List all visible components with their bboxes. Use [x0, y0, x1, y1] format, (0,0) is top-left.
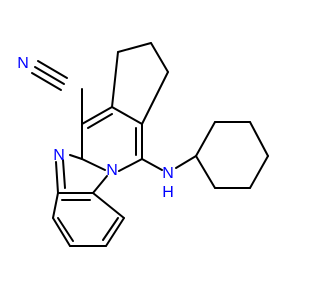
atom-amine-n: N — [162, 165, 174, 182]
bond-amine-cyclohexyl — [175, 155, 197, 169]
molecule-structure: N N H N N — [17, 42, 269, 247]
bond-ch-3 — [249, 121, 269, 157]
bond-c5-imidazole-n — [69, 154, 83, 160]
nitrile-triple-bond-1 — [34, 66, 65, 85]
double-bond-imidazole-n — [62, 159, 66, 189]
nitrile-triple-bond-3 — [31, 72, 62, 91]
bond-n-c5 — [81, 158, 106, 171]
nitrile-triple-bond-2 — [37, 60, 68, 79]
cyclohexyl-ring — [195, 121, 269, 189]
bond-cp-3 — [150, 42, 169, 73]
atom-imidazole-n: N — [53, 147, 65, 164]
bond-benzene-2 — [52, 217, 71, 247]
bond-benzene-4 — [105, 217, 125, 247]
amine-substituent: N H — [141, 155, 197, 201]
bond-c1-c2 — [81, 106, 113, 125]
bond-benzo-bridgehead-n — [92, 175, 108, 194]
bond-c4-n — [118, 158, 143, 172]
bond-ch-4 — [249, 155, 269, 189]
pyridine-ring — [81, 106, 143, 172]
bond-benzene-5 — [92, 192, 125, 219]
cyclopentane-ring — [111, 42, 169, 125]
imidazole-ring: N N — [53, 147, 118, 194]
double-bond-benzene-b — [102, 217, 119, 241]
bond-ch-6 — [195, 155, 216, 189]
atom-bridgehead-n: N — [106, 162, 118, 179]
bond-cp-1 — [111, 51, 119, 108]
bond-imidazole-n-benzene — [55, 161, 59, 194]
bond-cp-4 — [141, 71, 169, 125]
bond-ch-1 — [195, 121, 216, 157]
atom-nitrile-n: N — [17, 55, 29, 72]
bond-cp-2 — [117, 42, 152, 53]
atom-amine-h: H — [162, 184, 174, 201]
benzene-ring — [52, 192, 125, 247]
bond-c4-amine — [141, 158, 163, 171]
bond-benzene-1 — [52, 192, 59, 219]
double-bond-benzene-a — [57, 217, 74, 242]
nitrile-group: N — [17, 55, 83, 125]
double-bond-c1-c2 — [87, 113, 113, 129]
bond-c2-c3 — [111, 106, 143, 125]
